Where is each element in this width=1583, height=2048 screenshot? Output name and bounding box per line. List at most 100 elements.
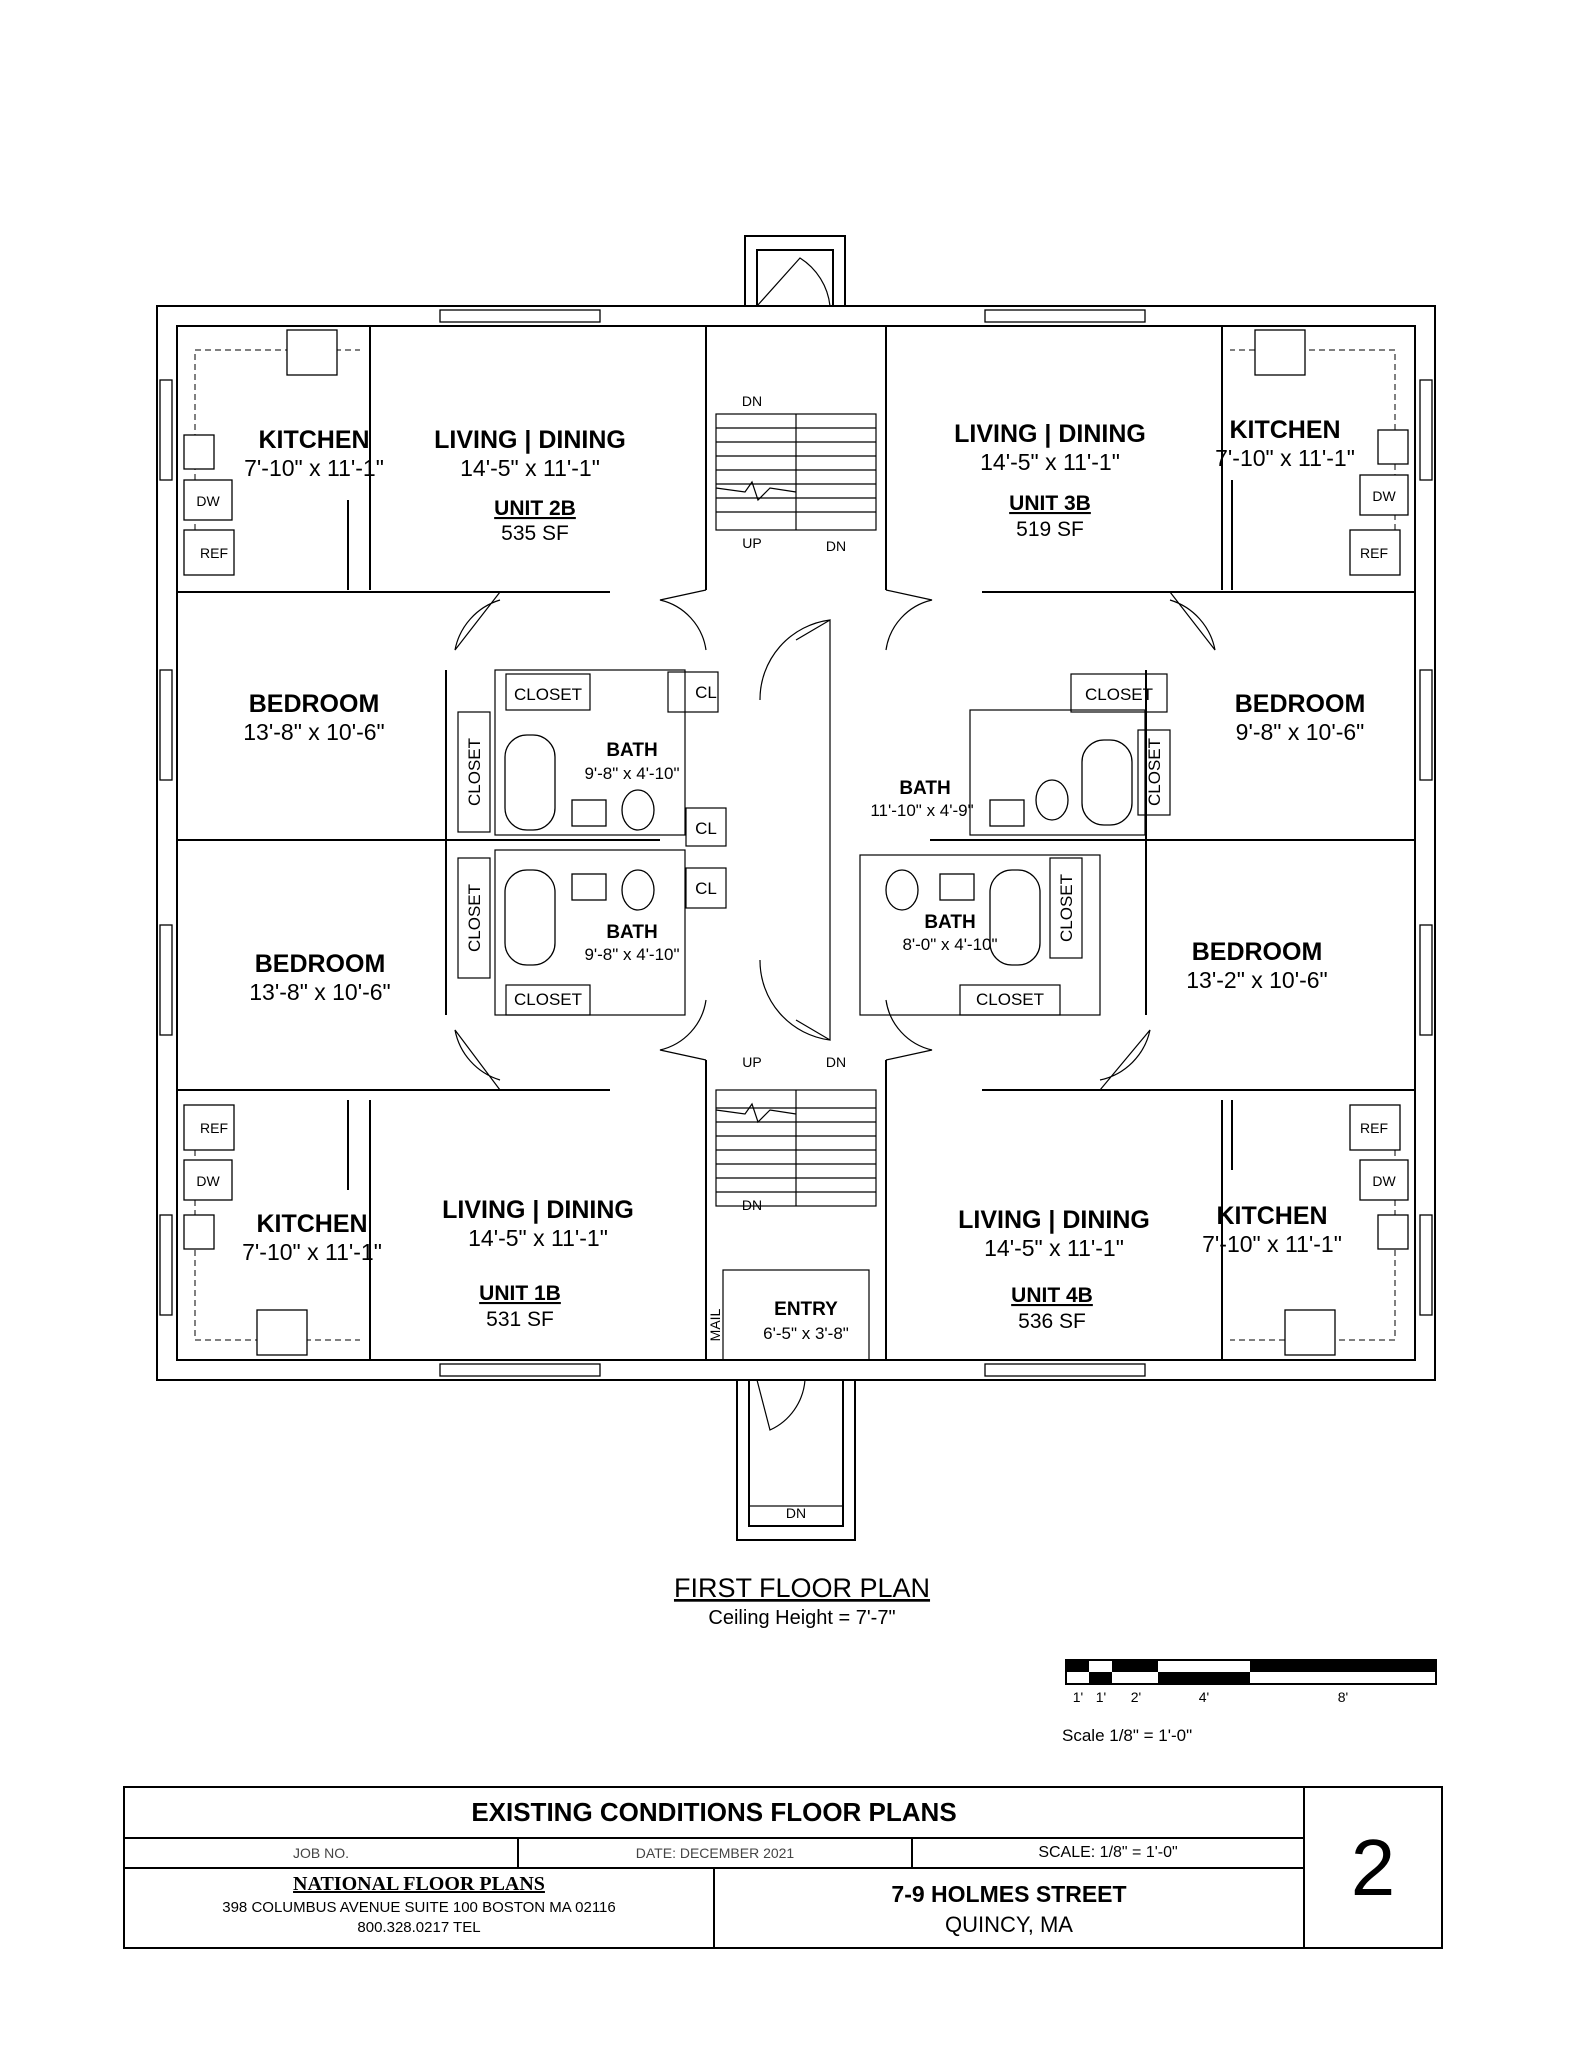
room-name: KITCHEN (258, 426, 369, 454)
room-name: KITCHEN (256, 1210, 367, 1238)
label-ref: REF (1360, 545, 1388, 561)
scale-tick: 8' (1338, 1689, 1348, 1705)
room-name: KITCHEN (1216, 1202, 1327, 1230)
room-name: LIVING | DINING (434, 426, 626, 454)
room-name: LIVING | DINING (954, 420, 1146, 448)
interior-walls (177, 326, 1415, 1361)
unit-4b: KITCHEN 7'-10" x 11'-1" LIVING | DINING … (902, 912, 1341, 1333)
floor-plan: DW DW DW DW REF REF REF REF KITCHEN 7'-1… (156, 235, 1437, 1745)
room-name: BEDROOM (249, 690, 380, 718)
up-label: UP (742, 535, 761, 551)
dn-label: DN (826, 1054, 846, 1070)
room-name: ENTRY (774, 1299, 838, 1320)
bath-fixtures (504, 734, 1133, 966)
sheet-number: 2 (1350, 1823, 1396, 1912)
room-dims: 7'-10" x 11'-1" (1215, 445, 1355, 471)
label-ref: REF (200, 1120, 228, 1136)
sheet-scale: SCALE: 1/8" = 1'-0" (1038, 1844, 1178, 1861)
stairs-north (715, 413, 877, 531)
room-name: LIVING | DINING (442, 1196, 634, 1224)
stove-icon (256, 1309, 308, 1356)
property-city: QUINCY, MA (945, 1912, 1073, 1937)
room-dims: 7'-10" x 11'-1" (1202, 1231, 1342, 1257)
room-dims: 11'-10" x 4'-9" (870, 801, 973, 820)
scale-tick: 1' (1073, 1689, 1083, 1705)
dishwasher-icon (1359, 1159, 1409, 1201)
title-block: EXISTING CONDITIONS FLOOR PLANS JOB NO. … (123, 1786, 1443, 1949)
scale-bar: 1' 1' 2' 4' 8' Scale 1/8" = 1'-0" (1062, 1659, 1437, 1745)
closet-label: CLOSET (465, 884, 484, 952)
appliance-labels: DW DW DW DW REF REF REF REF (196, 488, 1396, 1189)
closet-label: CLOSET (1145, 738, 1164, 806)
stair-labels: DN UP DN UP DN DN DN MAIL (707, 393, 846, 1521)
refrigerator-icon (1349, 1104, 1401, 1151)
stove-icon (1284, 1309, 1336, 1356)
dn-label: DN (826, 538, 846, 554)
room-name: LIVING | DINING (958, 1206, 1150, 1234)
unit-1b: KITCHEN 7'-10" x 11'-1" LIVING | DINING … (242, 922, 679, 1331)
room-dims: 8'-0" x 4'-10" (902, 935, 997, 954)
room-dims: 7'-10" x 11'-1" (242, 1239, 382, 1265)
up-label: UP (742, 1054, 761, 1070)
room-dims: 14'-5" x 11'-1" (980, 449, 1120, 475)
sink-icon (1377, 429, 1409, 465)
unit-label: UNIT 1B (479, 1282, 561, 1305)
sink-icon (1377, 1214, 1409, 1250)
dishwasher-icon (183, 1159, 233, 1201)
label-ref: REF (200, 545, 228, 561)
label-ref: REF (1360, 1120, 1388, 1136)
property-street: 7-9 HOLMES STREET (891, 1881, 1127, 1907)
room-name: KITCHEN (1229, 416, 1340, 444)
room-dims: 9'-8" x 4'-10" (584, 945, 679, 964)
dn-label: DN (742, 1197, 762, 1213)
unit-area: 531 SF (486, 1308, 554, 1331)
mail-label: MAIL (707, 1308, 723, 1341)
room-name: BEDROOM (255, 950, 386, 978)
room-dims: 14'-5" x 11'-1" (984, 1235, 1124, 1261)
windows (159, 309, 1433, 1377)
closet-label: CLOSET (465, 738, 484, 806)
unit-3b: KITCHEN 7'-10" x 11'-1" LIVING | DINING … (870, 416, 1365, 820)
stove-icon (286, 329, 338, 376)
scale-tick: 4' (1199, 1689, 1209, 1705)
room-dims: 9'-8" x 10'-6" (1236, 719, 1365, 745)
cl-label: CL (695, 819, 717, 838)
scale-caption: Scale 1/8" = 1'-0" (1062, 1726, 1192, 1745)
dishwasher-icon (1359, 474, 1409, 516)
sink-icon (183, 434, 215, 470)
door-swings (454, 257, 1216, 1431)
room-name: BEDROOM (1192, 938, 1323, 966)
plan-title: FIRST FLOOR PLAN Ceiling Height = 7'-7" (674, 1573, 930, 1629)
sheet-date: DATE: DECEMBER 2021 (519, 1839, 913, 1867)
scale-tick: 1' (1096, 1689, 1106, 1705)
kitchen-appliances (183, 329, 1409, 1356)
label-dw: DW (196, 493, 220, 509)
closet-label: CLOSET (514, 685, 582, 704)
unit-area: 536 SF (1018, 1310, 1086, 1333)
room-name: BATH (924, 912, 975, 933)
refrigerator-icon (183, 1104, 235, 1151)
company-name: NATIONAL FLOOR PLANS (293, 1873, 545, 1895)
room-name: BATH (606, 740, 657, 761)
room-name: BATH (606, 922, 657, 943)
room-dims: 7'-10" x 11'-1" (244, 455, 384, 481)
refrigerator-icon (183, 529, 235, 576)
room-name: BATH (899, 778, 950, 799)
unit-label: UNIT 3B (1009, 492, 1091, 515)
scale-tick: 2' (1131, 1689, 1141, 1705)
closet-labels: CLOSET CLOSET CLOSET CLOSET CLOSET CLOSE… (465, 683, 1164, 1009)
closet-label: CLOSET (1085, 685, 1153, 704)
room-dims: 14'-5" x 11'-1" (468, 1225, 608, 1251)
stove-icon (1254, 329, 1306, 376)
closet-label: CLOSET (976, 990, 1044, 1009)
property-address: 7-9 HOLMES STREET QUINCY, MA (715, 1869, 1305, 1947)
company-address: 398 COLUMBUS AVENUE SUITE 100 BOSTON MA … (222, 1899, 616, 1916)
dishwasher-icon (183, 479, 233, 521)
unit-label: UNIT 4B (1011, 1284, 1093, 1307)
company-phone: 800.328.0217 TEL (357, 1919, 481, 1936)
room-dims: 13'-2" x 10'-6" (1186, 967, 1327, 993)
sheet-title: EXISTING CONDITIONS FLOOR PLANS (125, 1788, 1305, 1839)
refrigerator-icon (1349, 529, 1401, 576)
room-dims: 13'-8" x 10'-6" (243, 719, 384, 745)
job-number: JOB NO. (125, 1839, 519, 1867)
